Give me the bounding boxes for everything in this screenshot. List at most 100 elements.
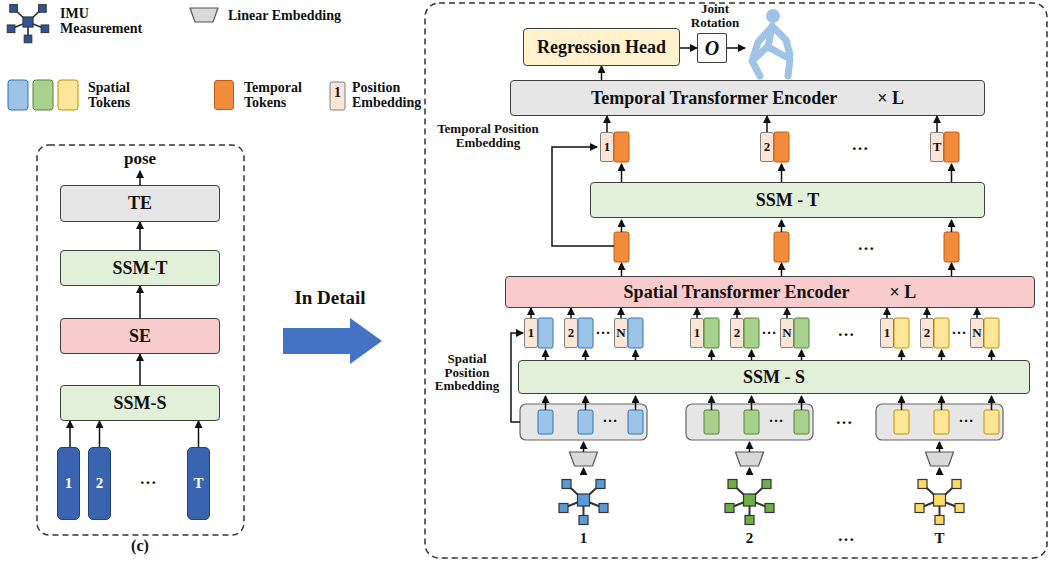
flow-arrow: [991, 350, 993, 360]
encoder-box: SE: [60, 318, 220, 354]
token-index: …: [592, 322, 614, 338]
node-text: N: [972, 325, 981, 341]
token-index: …: [133, 470, 163, 488]
spatial-token: [894, 318, 909, 348]
node-text: SSM - T: [756, 190, 820, 211]
human-figure: [770, 48, 790, 76]
spatial-token: [538, 318, 553, 348]
frame-token: T: [187, 447, 210, 520]
flow-arrow: [711, 350, 713, 360]
frame-token: 1: [57, 447, 80, 520]
token-group: [876, 404, 1003, 440]
position-embedding: 2: [920, 318, 934, 348]
node-text: T: [933, 139, 942, 155]
position-embedding: 1: [880, 318, 894, 348]
annotation: Joint Rotation: [683, 2, 747, 29]
node-text: × L: [890, 282, 917, 303]
legend-icons: [8, 80, 28, 110]
spatial-token: [628, 410, 643, 434]
node-text: 2: [568, 325, 575, 341]
temporal-token: [944, 132, 959, 162]
flow-arrow: [621, 164, 623, 182]
connector: [530, 308, 532, 318]
token-index: …: [831, 322, 861, 340]
node-text-row: SSM - T: [756, 190, 820, 211]
position-embedding: 1: [690, 318, 704, 348]
spatial-token: [984, 410, 999, 434]
human-figure: [752, 9, 790, 76]
spatial-token: [934, 410, 949, 434]
connector: [786, 308, 788, 318]
position-embedding: N: [780, 318, 794, 348]
connector: [736, 308, 738, 318]
flow-arrow: [585, 350, 587, 360]
connector: [139, 222, 141, 250]
connector: [606, 116, 608, 132]
encoder-box: Temporal Transformer Encoder× L: [510, 80, 985, 116]
node-text-row: 2: [568, 325, 575, 341]
node-text: Temporal Transformer Encoder: [591, 88, 837, 109]
flow-arrow: [939, 468, 941, 474]
spatial-token: [894, 410, 909, 434]
position-embedding: 1: [524, 318, 538, 348]
node-text-row: T: [193, 475, 203, 492]
flow-arrow: [711, 396, 713, 410]
flow-arrow: [583, 442, 585, 452]
legend-text: Temporal Tokens: [244, 80, 316, 111]
token-index: …: [851, 236, 881, 254]
node-text: 2: [734, 325, 741, 341]
temporal-token: [614, 132, 629, 162]
position-embedding: 2: [564, 318, 578, 348]
flow-arrow: [545, 396, 547, 410]
flow-arrow: [545, 350, 547, 360]
spatial-token: [704, 410, 719, 434]
node-text-row: 1: [65, 475, 73, 492]
connector: [139, 354, 141, 385]
connector: [139, 286, 141, 318]
frame-token: 2: [88, 447, 111, 520]
node-text: 1: [528, 325, 535, 341]
legend-icons: [33, 80, 53, 110]
node-text: SSM - S: [743, 367, 805, 388]
connector: [198, 421, 200, 447]
flow-arrow: [939, 442, 941, 452]
spatial-token: [794, 410, 809, 434]
spatial-token: [578, 318, 593, 348]
regression-head: Regression Head: [523, 28, 680, 66]
connector: [680, 47, 697, 49]
token-drawing: [520, 132, 1003, 525]
flow-arrow: [901, 350, 903, 360]
node-text: TE: [128, 193, 152, 214]
node-text-row: 2: [764, 139, 771, 155]
node-text-row: TE: [128, 193, 152, 214]
in-detail-arrow: [283, 318, 382, 364]
connector: [601, 66, 603, 80]
temporal-token: [774, 132, 789, 162]
connector: [69, 421, 71, 447]
connector: [886, 308, 888, 318]
linear-embedding: [570, 452, 598, 466]
spatial-token: [984, 318, 999, 348]
node-text-row: 2: [734, 325, 741, 341]
token-index: 2: [740, 531, 760, 547]
flow-arrow: [635, 350, 637, 360]
position-embedding: T: [930, 132, 944, 162]
node-text-row: 2: [924, 325, 931, 341]
spatial-token: [704, 318, 719, 348]
flow-arrow: [751, 350, 753, 360]
node-text: 1: [604, 139, 611, 155]
imu-icon: [559, 480, 608, 525]
node-text-row: 1: [604, 139, 611, 155]
panel-borders: [37, 3, 1047, 558]
rotation-operator: O: [697, 33, 727, 63]
spatial-token: [538, 410, 553, 434]
legend-text: Position Embedding: [352, 80, 422, 111]
legend-text: Linear Embedding: [228, 8, 358, 23]
legend-icons: [7, 5, 48, 43]
annotation: In Detail: [280, 288, 380, 308]
encoder-box: TE: [60, 185, 220, 222]
linear-embedding: [736, 452, 764, 466]
human-figure: [766, 9, 780, 23]
node-text-row: SSM-T: [112, 258, 167, 279]
flow-arrow: [801, 396, 803, 410]
